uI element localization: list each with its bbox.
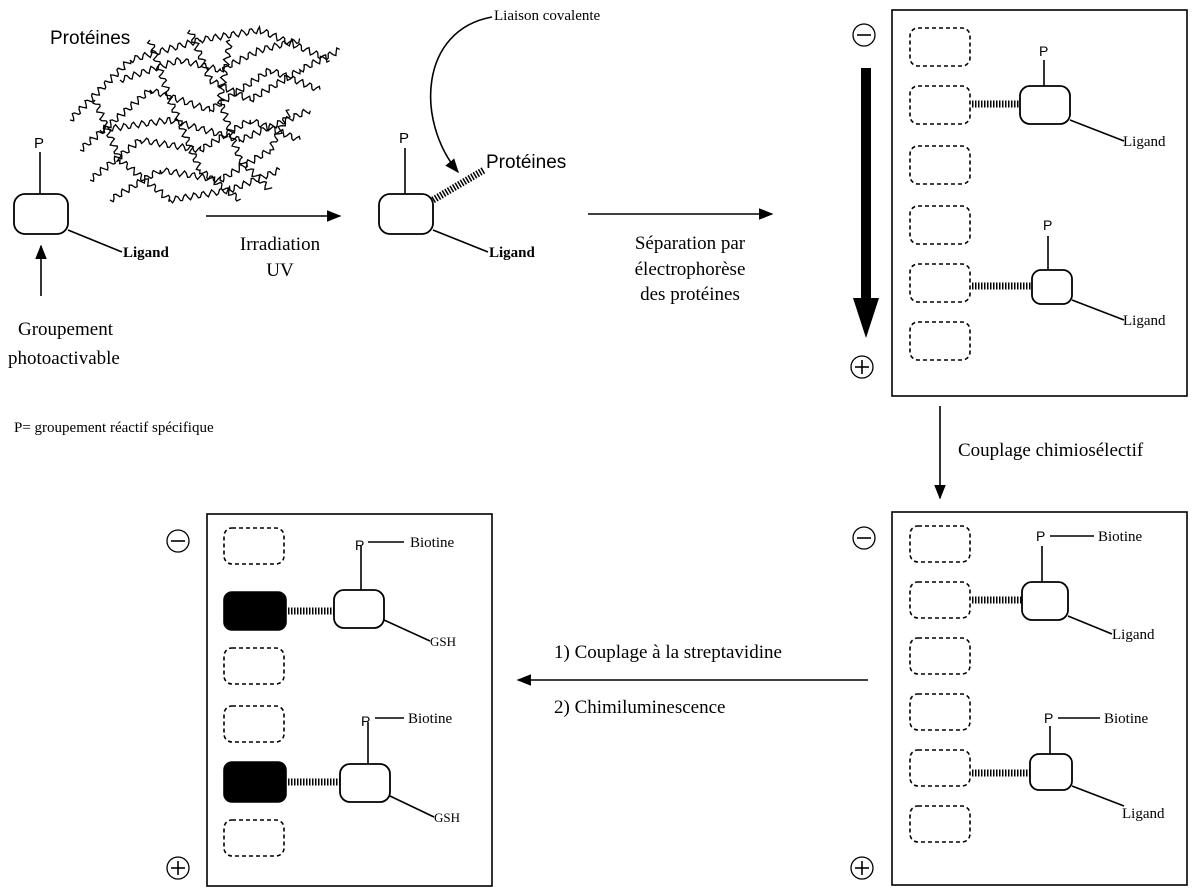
p-label: P xyxy=(1043,217,1052,233)
p-label: P xyxy=(361,713,370,729)
detected-band xyxy=(223,591,287,631)
step1-label: 1) Couplage à la streptavidine xyxy=(554,642,782,663)
plus-electrode-3 xyxy=(166,856,190,880)
proteines-label-mid: Protéines xyxy=(486,152,566,173)
probe-core xyxy=(13,193,69,235)
biotine-label: Biotine xyxy=(408,711,453,727)
ligand-label: Ligand xyxy=(1112,627,1155,643)
gel-panel-2: P Biotine Ligand P Biotine Ligand xyxy=(891,511,1188,886)
protein-strand xyxy=(69,24,330,122)
ligand-label: Ligand xyxy=(1123,134,1166,150)
p-definition: P= groupement réactif spécifique xyxy=(14,420,214,436)
irradiation-label-1: Irradiation xyxy=(240,234,321,255)
couplage-chimio-label: Couplage chimiosélectif xyxy=(958,440,1144,461)
protein-strand xyxy=(79,67,321,152)
biotine-label: Biotine xyxy=(1098,529,1143,545)
p-label: P xyxy=(1044,710,1053,726)
plus-electrode-2 xyxy=(850,856,874,880)
gel-panel-3: P Biotine GSH P Biotine GSH xyxy=(206,513,493,887)
protein-strand xyxy=(119,37,301,84)
minus-electrode-3 xyxy=(166,529,190,553)
ligand-label: Ligand xyxy=(123,245,170,261)
protein-strand xyxy=(146,39,241,202)
plus-electrode-1 xyxy=(850,355,874,379)
protein-strand xyxy=(216,39,273,191)
gsh-label: GSH xyxy=(430,634,456,649)
separation-label-1: Séparation par xyxy=(635,233,746,254)
biotine-label: Biotine xyxy=(410,535,455,551)
minus-electrode-1 xyxy=(852,23,876,47)
probe-molecule: P Ligand Groupement photoactivable xyxy=(8,135,170,369)
p-label: P xyxy=(355,537,364,553)
separation-label-2: électrophorèse xyxy=(635,259,746,280)
protein-strand xyxy=(186,29,340,103)
separation-label-3: des protéines xyxy=(640,284,740,305)
protein-strand xyxy=(99,108,311,144)
p-label: P xyxy=(34,135,44,152)
protein-strand xyxy=(91,99,281,204)
protein-tangle xyxy=(69,24,340,204)
covalent-bond xyxy=(431,166,486,204)
ligand-label: Ligand xyxy=(1123,313,1166,329)
biotine-label: Biotine xyxy=(1104,711,1149,727)
p-label: P xyxy=(399,130,409,147)
probe-core xyxy=(378,193,434,235)
detected-band xyxy=(223,761,287,803)
crosslinked-molecule: P Ligand Protéines Liaison covalente xyxy=(378,8,601,261)
p-label: P xyxy=(1039,43,1048,59)
minus-electrode-2 xyxy=(852,526,876,550)
step2-label: 2) Chimiluminescence xyxy=(554,697,725,718)
gsh-label: GSH xyxy=(434,810,460,825)
p-label: P xyxy=(1036,528,1045,544)
gel-panel-1: P Ligand P Ligand xyxy=(891,9,1188,397)
groupement-label-2: photoactivable xyxy=(8,348,120,369)
irradiation-label-2: UV xyxy=(266,260,294,281)
proteines-label-top: Protéines xyxy=(50,28,130,49)
liaison-covalente-label: Liaison covalente xyxy=(494,8,601,24)
liaison-arrow xyxy=(429,16,493,174)
protein-strand xyxy=(109,109,291,203)
ligand-label: Ligand xyxy=(489,245,536,261)
ligand-label: Ligand xyxy=(1122,806,1165,822)
groupement-label-1: Groupement xyxy=(18,319,114,340)
